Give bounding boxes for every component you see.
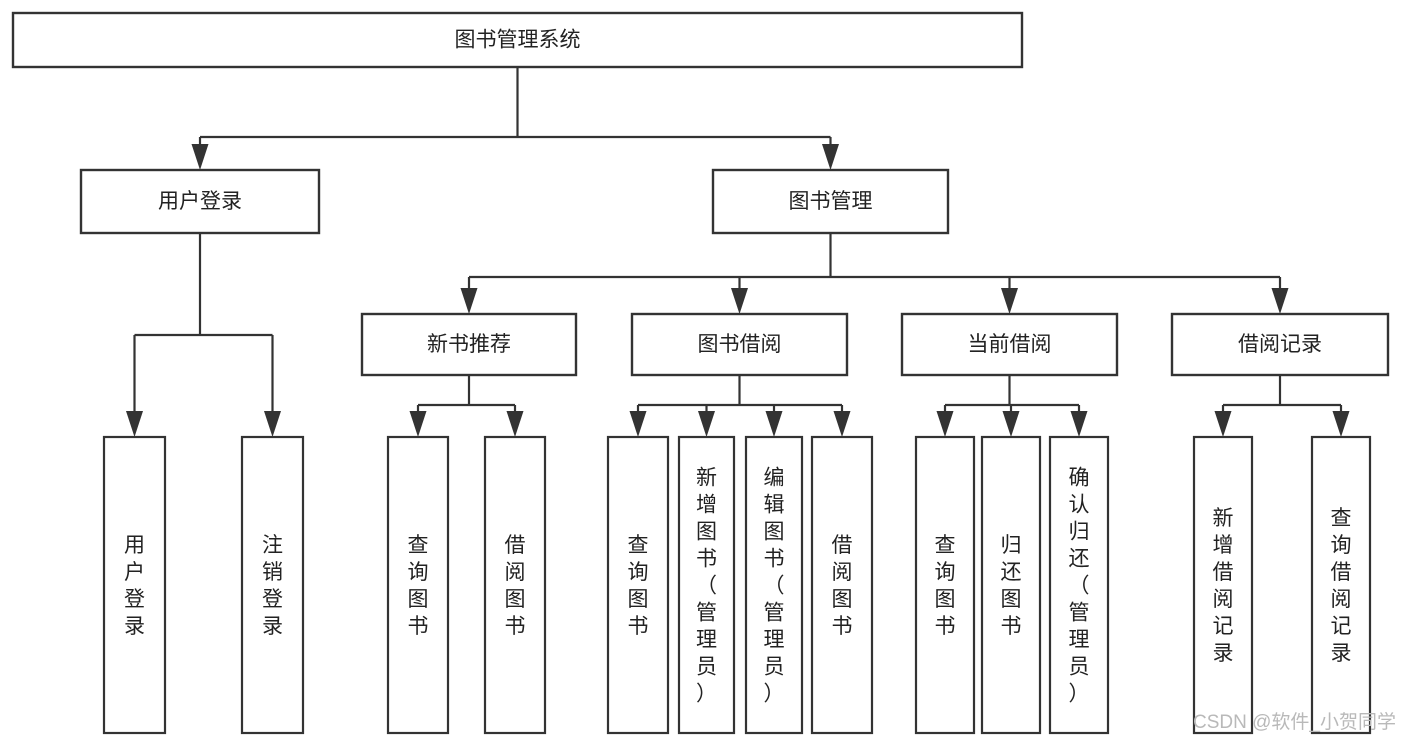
node-label: 查询图书	[935, 534, 956, 638]
arrow-head-icon	[409, 411, 427, 437]
node-e794a8e688b7e799bbe5bd95[interactable]: 用户登录	[102, 435, 167, 735]
arrow-head-icon	[1332, 411, 1350, 437]
arrow-head-icon	[1070, 411, 1088, 437]
node-label: 借阅图书	[832, 534, 853, 638]
node-label: 用户登录	[124, 534, 145, 638]
node-label: 查询借阅记录	[1331, 507, 1352, 665]
arrow-head-icon	[629, 411, 647, 437]
node-box	[810, 435, 874, 735]
node-label: 用户登录	[158, 190, 242, 213]
node-box	[79, 168, 321, 235]
arrow-head-icon	[460, 288, 478, 314]
arrow-head-icon	[126, 411, 143, 437]
arrow-head-icon	[1214, 411, 1232, 437]
node-box	[980, 435, 1042, 735]
node-e69fa5e8afa2e59bbee4b9a6[interactable]: 查询图书	[914, 435, 976, 735]
node-e696b0e5a29ee59bbee4b9a6[interactable]: 新增图书（管理员）	[677, 435, 736, 735]
node-label: 编辑图书（管理员）	[764, 467, 785, 706]
node-label: 图书管理系统	[455, 29, 581, 52]
node-e794a8e688b7e799bbe5bd95[interactable]: 用户登录	[79, 168, 321, 235]
csdn-watermark: CSDN @软件_小贺同学	[1193, 711, 1396, 733]
node-box	[606, 435, 670, 735]
node-e59bbee4b9a6e7aea1e79086[interactable]: 图书管理系统	[11, 11, 1024, 69]
node-e5bd93e5898de5809fe99885[interactable]: 当前借阅	[900, 312, 1119, 377]
arrow-head-icon	[506, 411, 524, 437]
node-label: 图书借阅	[698, 333, 782, 356]
node-box	[483, 435, 547, 735]
arrow-head-icon	[936, 411, 954, 437]
node-label: 注销登录	[262, 534, 283, 638]
node-box	[1192, 435, 1254, 735]
node-box	[386, 435, 450, 735]
node-box	[630, 312, 849, 377]
connector-layer	[126, 67, 1350, 437]
node-label: 借阅图书	[505, 534, 526, 638]
node-box	[1170, 312, 1390, 377]
node-box	[677, 435, 736, 735]
node-box	[744, 435, 804, 735]
node-label: 借阅记录	[1238, 333, 1322, 356]
node-box	[711, 168, 950, 235]
node-box	[1048, 435, 1110, 735]
node-label: 归还图书	[1001, 534, 1022, 638]
node-box	[360, 312, 578, 377]
node-e69fa5e8afa2e59bbee4b9a6[interactable]: 查询图书	[606, 435, 670, 735]
node-e59bbee4b9a6e7aea1e79086[interactable]: 图书管理	[711, 168, 950, 235]
node-label: 查询图书	[628, 534, 649, 638]
node-e7a1aee8aea4e5bd92e8bf98[interactable]: 确认归还（管理员）	[1048, 435, 1110, 735]
node-e5809fe99885e59bbee4b9a6[interactable]: 借阅图书	[483, 435, 547, 735]
node-box	[1310, 435, 1372, 735]
node-e7bc96e8be91e59bbee4b9a6[interactable]: 编辑图书（管理员）	[744, 435, 804, 735]
arrow-head-icon	[264, 411, 281, 437]
node-e5bd92e8bf98e59bbee4b9a6[interactable]: 归还图书	[980, 435, 1042, 735]
node-e69fa5e8afa2e59bbee4b9a6[interactable]: 查询图书	[386, 435, 450, 735]
node-label: 查询图书	[408, 534, 429, 638]
arrow-head-icon	[822, 144, 839, 170]
node-box	[914, 435, 976, 735]
arrow-head-icon	[1001, 288, 1018, 314]
node-e5809fe99885e59bbee4b9a6[interactable]: 借阅图书	[810, 435, 874, 735]
arrow-head-icon	[833, 411, 851, 437]
node-e696b0e5a29ee5809fe99885[interactable]: 新增借阅记录	[1192, 435, 1254, 735]
node-label: 确认归还（管理员）	[1069, 467, 1090, 706]
arrow-head-icon	[731, 288, 748, 314]
node-e696b0e4b9a6e68ea8e88d90[interactable]: 新书推荐	[360, 312, 578, 377]
node-e6b3a8e99480e799bbe5bd95[interactable]: 注销登录	[240, 435, 305, 735]
node-label: 图书管理	[789, 190, 873, 213]
node-e69fa5e8afa2e5809fe99885[interactable]: 查询借阅记录	[1310, 435, 1372, 735]
node-box	[102, 435, 167, 735]
arrow-head-icon	[698, 411, 715, 437]
node-e59bbee4b9a6e5809fe99885[interactable]: 图书借阅	[630, 312, 849, 377]
node-label: 新书推荐	[427, 333, 511, 356]
arrow-head-icon	[1002, 411, 1020, 437]
node-layer: 图书管理系统用户登录图书管理用户登录注销登录新书推荐查询图书借阅图书图书借阅查询…	[11, 11, 1390, 735]
node-box	[900, 312, 1119, 377]
node-label: 当前借阅	[968, 333, 1052, 356]
node-box	[240, 435, 305, 735]
node-label: 新增借阅记录	[1213, 507, 1234, 665]
arrow-head-icon	[765, 411, 783, 437]
node-box	[11, 11, 1024, 69]
node-e5809fe99885e8aeb0e5bd95[interactable]: 借阅记录	[1170, 312, 1390, 377]
node-label: 新增图书（管理员）	[696, 467, 717, 706]
arrow-head-icon	[191, 144, 209, 170]
arrow-head-icon	[1271, 288, 1289, 314]
